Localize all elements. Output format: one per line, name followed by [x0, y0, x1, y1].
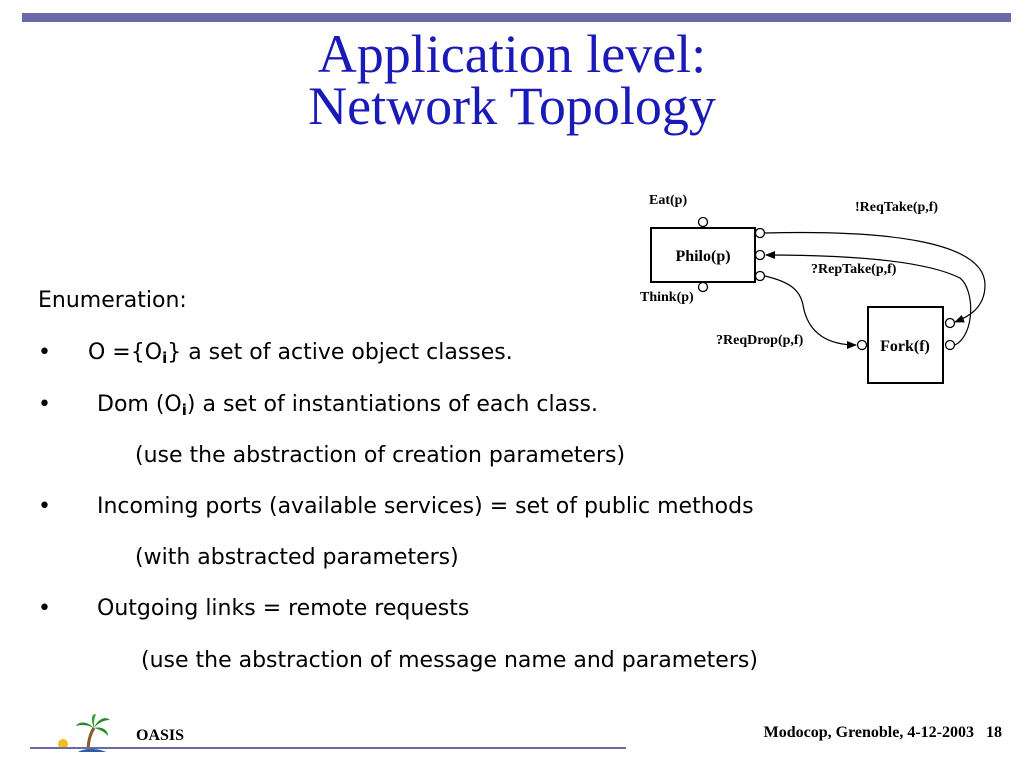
page-number: 18: [986, 724, 1002, 741]
bullet-3: •: [38, 494, 51, 519]
eat-port: [697, 216, 709, 228]
reqtake-link: [764, 231, 986, 323]
think-label: Think(p): [640, 290, 694, 305]
bullet-4: •: [38, 596, 51, 621]
bullet-2: •: [38, 392, 51, 417]
enumeration-heading: Enumeration:: [38, 288, 187, 313]
philo-box: [650, 227, 756, 283]
slide-title: Application level: Network Topology: [0, 24, 1024, 136]
reptake-in-port: [754, 249, 766, 261]
footer-divider: [30, 747, 626, 749]
title-line-2: Network Topology: [308, 76, 716, 136]
think-port: [697, 281, 709, 293]
footer-org: OASIS: [136, 727, 185, 744]
fork-box: [867, 306, 944, 384]
item-4: Outgoing links = remote requests: [97, 596, 470, 621]
item-2: Dom (Oi) a set of instantiations of each…: [97, 392, 598, 419]
reqdrop-out-port: [754, 270, 766, 282]
reqdrop-label: ?ReqDrop(p,f): [716, 333, 804, 348]
title-line-1: Application level:: [317, 24, 707, 84]
reqtake-label: !ReqTake(p,f): [855, 200, 938, 215]
fork-reqtake-in-port: [944, 317, 956, 329]
fork-reqdrop-in-port: [856, 339, 868, 351]
reptake-link: [765, 251, 972, 346]
fork-reptake-out-port: [944, 339, 956, 351]
item-4-note: (use the abstraction of message name and…: [141, 648, 758, 673]
item-2-note: (use the abstraction of creation paramet…: [135, 443, 626, 468]
item-3: Incoming ports (available services) = se…: [97, 494, 754, 519]
palm-tree-island-logo: [58, 714, 110, 753]
reqtake-out-port: [754, 227, 766, 239]
item-1: O ={Oi} a set of active object classes.: [88, 340, 513, 367]
reqdrop-link: [764, 275, 857, 349]
philo-label: Philo(p): [675, 248, 730, 265]
top-decorative-bar: [22, 13, 1011, 22]
footer-info: Modocop, Grenoble, 4-12-2003 18: [763, 724, 1002, 741]
fork-label: Fork(f): [880, 338, 930, 355]
item-3-note: (with abstracted parameters): [135, 545, 459, 570]
bullet-1: •: [38, 340, 51, 365]
eat-label: Eat(p): [649, 193, 687, 208]
reptake-label: ?RepTake(p,f): [811, 262, 897, 277]
